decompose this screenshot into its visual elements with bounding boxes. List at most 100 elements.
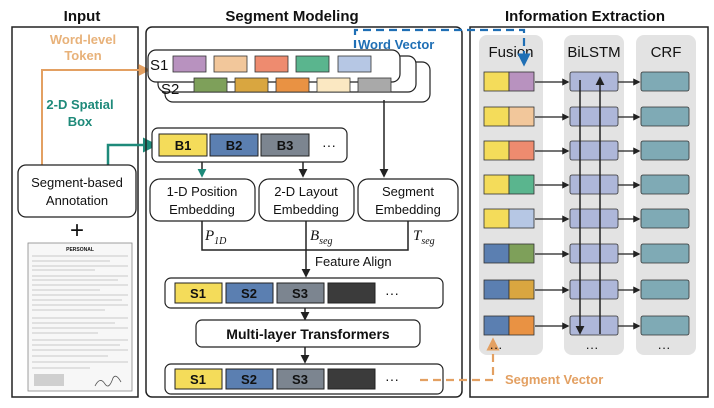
- information-extraction-panel: Information Extraction Fusion BiLSTM CRF…: [353, 8, 709, 398]
- row-5-crf-cell: [640, 208, 690, 229]
- crf-label: CRF: [651, 44, 682, 61]
- input-title: Input: [64, 8, 101, 25]
- segment-vector-arrow: [420, 337, 500, 382]
- b1-label: B1: [175, 138, 192, 153]
- tseg-symbol: Tseg: [413, 228, 435, 247]
- segment-embedding-line1: Segment: [382, 184, 434, 199]
- row-6-fusion-left: [483, 243, 510, 264]
- row-2-fusion-right: [508, 106, 535, 127]
- output-s2-label: S2: [241, 372, 257, 387]
- row-7-lstm-cell: [569, 279, 619, 300]
- word-token-arrow: [41, 64, 151, 165]
- plus-sign: +: [70, 217, 84, 244]
- row-3-fusion-right: [508, 140, 535, 161]
- segment-merge-line: [305, 221, 409, 251]
- bilstm-dots: ···: [586, 340, 599, 355]
- row-3-crf-cell: [640, 140, 690, 161]
- row-3: [483, 140, 690, 161]
- input-panel: Input Word-level Token 2-D Spatial Box S…: [11, 8, 158, 398]
- output-s3-box: [276, 368, 325, 390]
- annotation-line2: Annotation: [46, 193, 108, 208]
- segment-modeling-panel: Segment Modeling S1 S2 B1 B2 B3 ···: [145, 8, 463, 398]
- b2-box: [209, 133, 259, 157]
- row-4-crf-cell: [640, 174, 690, 195]
- transformers-box: [195, 319, 421, 348]
- output-ellipsis: ···: [385, 371, 399, 387]
- segment-title: Segment Modeling: [225, 8, 358, 25]
- row-5-fusion-left: [483, 208, 510, 229]
- aligned-s1-label: S1: [190, 286, 206, 301]
- segment-panel-frame: [145, 26, 463, 398]
- position-embedding-line1: 1-D Position: [167, 184, 238, 199]
- p1d-symbol: P1D: [204, 228, 227, 247]
- feature-align-label: Feature Align: [315, 254, 392, 269]
- layout-embedding-line2: Embedding: [273, 202, 339, 217]
- b3-label: B3: [277, 138, 294, 153]
- output-s1-box: [174, 368, 223, 390]
- row-3-fusion-left: [483, 140, 510, 161]
- word-level-label-line1: Word-level: [50, 32, 116, 47]
- s2-token-4: [316, 77, 351, 93]
- row-8-fusion-right: [508, 315, 535, 336]
- row-5-lstm-cell: [569, 208, 619, 229]
- b1-box: [158, 133, 208, 157]
- aligned-s3-box: [276, 282, 325, 304]
- row-4: [483, 174, 690, 195]
- spatial-box-arrow: [106, 137, 158, 165]
- row-8: [483, 315, 690, 336]
- aligned-s2-label: S2: [241, 286, 257, 301]
- s1-token-2: [213, 55, 248, 73]
- row-6-lstm-cell: [569, 243, 619, 264]
- output-s3-label: S3: [292, 372, 308, 387]
- aligned-s1-box: [174, 282, 223, 304]
- bseg-symbol: Bseg: [310, 228, 333, 247]
- s2-token-2: [234, 77, 269, 93]
- row-7-fusion-right: [508, 279, 535, 300]
- crf-dots: ···: [658, 340, 671, 355]
- document-thumbnail: PERSONAL: [27, 242, 133, 392]
- transformers-label: Multi-layer Transformers: [226, 326, 390, 342]
- row-1-crf-cell: [640, 71, 690, 92]
- row-2: [483, 106, 690, 127]
- row-1-fusion-left: [483, 71, 510, 92]
- row-4-lstm-cell: [569, 174, 619, 195]
- row-2-fusion-left: [483, 106, 510, 127]
- annotation-line1: Segment-based: [31, 175, 123, 190]
- s2-label: S2: [161, 81, 179, 98]
- fusion-dots: ···: [490, 340, 503, 355]
- row-2-crf-cell: [640, 106, 690, 127]
- s2-token-3: [275, 77, 310, 93]
- s1-token-4: [295, 55, 330, 73]
- position-merge-line: [201, 221, 305, 251]
- annotation-box: [17, 164, 137, 218]
- layout-embedding-line1: 2-D Layout: [274, 184, 338, 199]
- row-5-fusion-right: [508, 208, 535, 229]
- output-s1-label: S1: [190, 372, 206, 387]
- row-1: [483, 71, 690, 92]
- aligned-s3-label: S3: [292, 286, 308, 301]
- aligned-s2-box: [225, 282, 274, 304]
- s1-token-5: [337, 55, 372, 73]
- extraction-panel-frame: [469, 26, 709, 398]
- row-4-fusion-left: [483, 174, 510, 195]
- s1-token-3: [254, 55, 289, 73]
- row-5: [483, 208, 690, 229]
- aligned-ellipsis: ···: [385, 285, 399, 301]
- document-heading: PERSONAL: [66, 247, 94, 253]
- row-1-fusion-right: [508, 71, 535, 92]
- row-8-lstm-cell: [569, 315, 619, 336]
- row-1-lstm-cell: [569, 71, 619, 92]
- row-8-fusion-left: [483, 315, 510, 336]
- bilstm-label: BiLSTM: [567, 44, 620, 61]
- position-embedding-line2: Embedding: [169, 202, 235, 217]
- s2-token-5: [357, 77, 392, 93]
- segment-vector-label: Segment Vector: [505, 372, 603, 387]
- s1-token-1: [172, 55, 207, 73]
- row-3-lstm-cell: [569, 140, 619, 161]
- input-panel-frame: [11, 26, 139, 398]
- aligned-s4-box: [327, 282, 376, 304]
- row-7-crf-cell: [640, 279, 690, 300]
- extraction-title: Information Extraction: [505, 8, 665, 25]
- row-2-lstm-cell: [569, 106, 619, 127]
